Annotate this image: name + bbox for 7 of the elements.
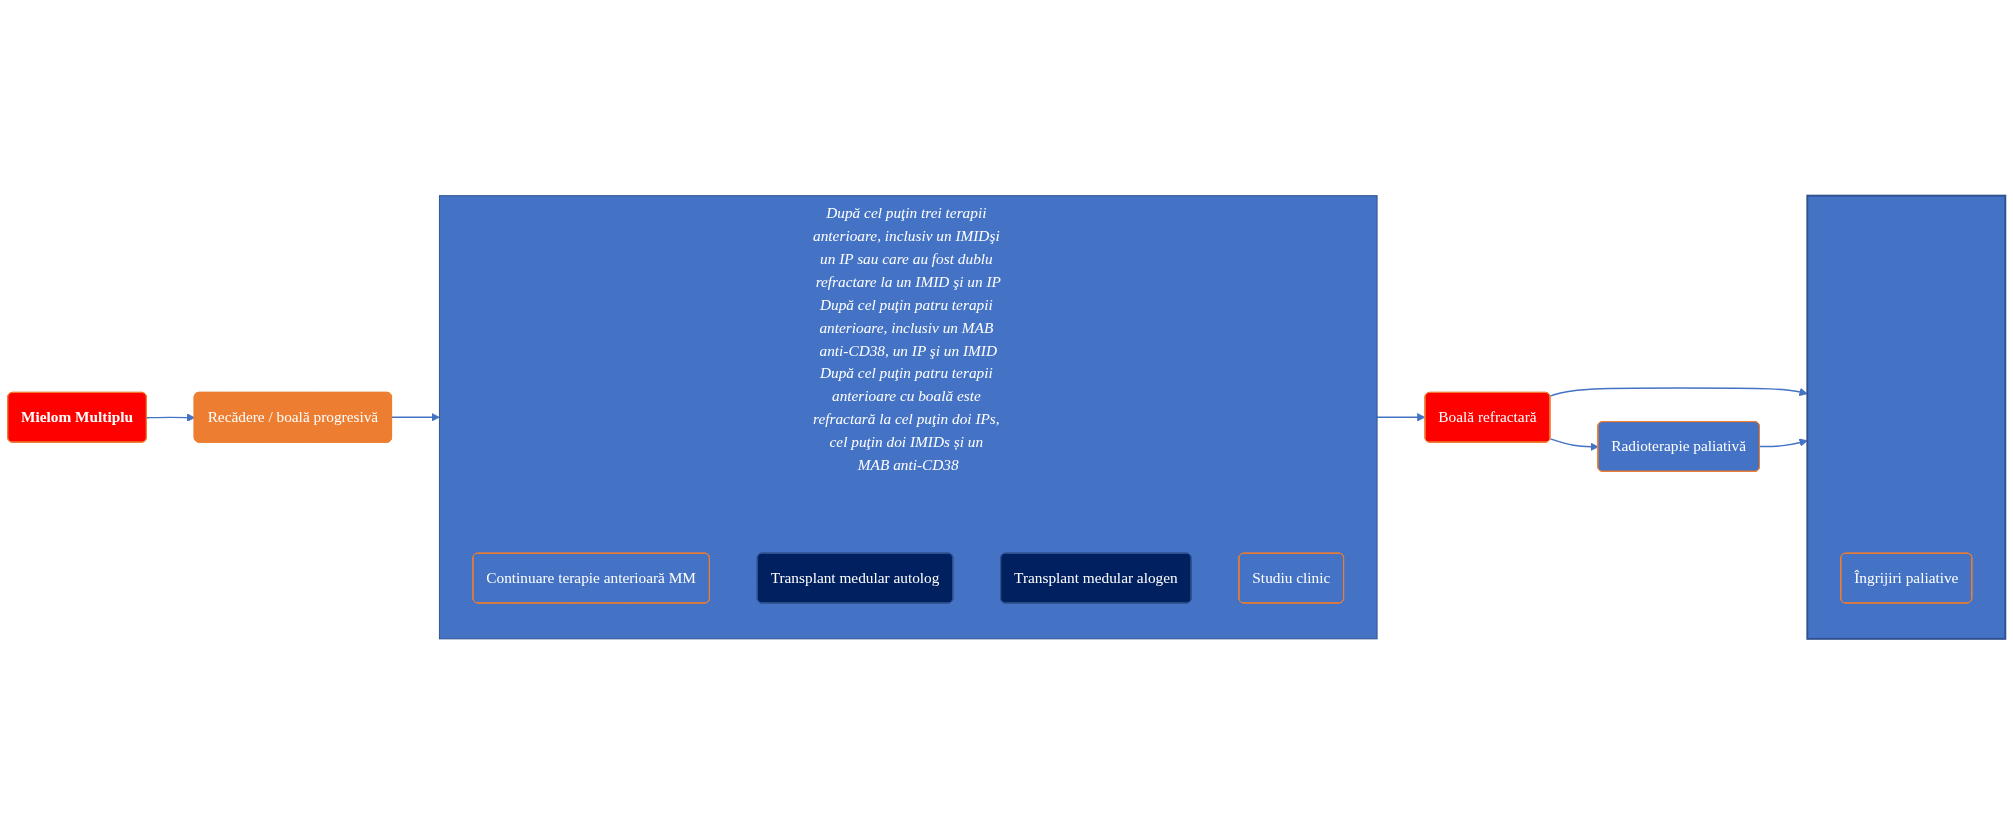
arrow [1758,438,1808,447]
arrow [1549,437,1599,451]
cluster [1806,194,2007,640]
arrow [1549,387,1808,397]
arrow [1376,412,1426,422]
arrow [390,412,440,422]
arrow [146,413,196,422]
